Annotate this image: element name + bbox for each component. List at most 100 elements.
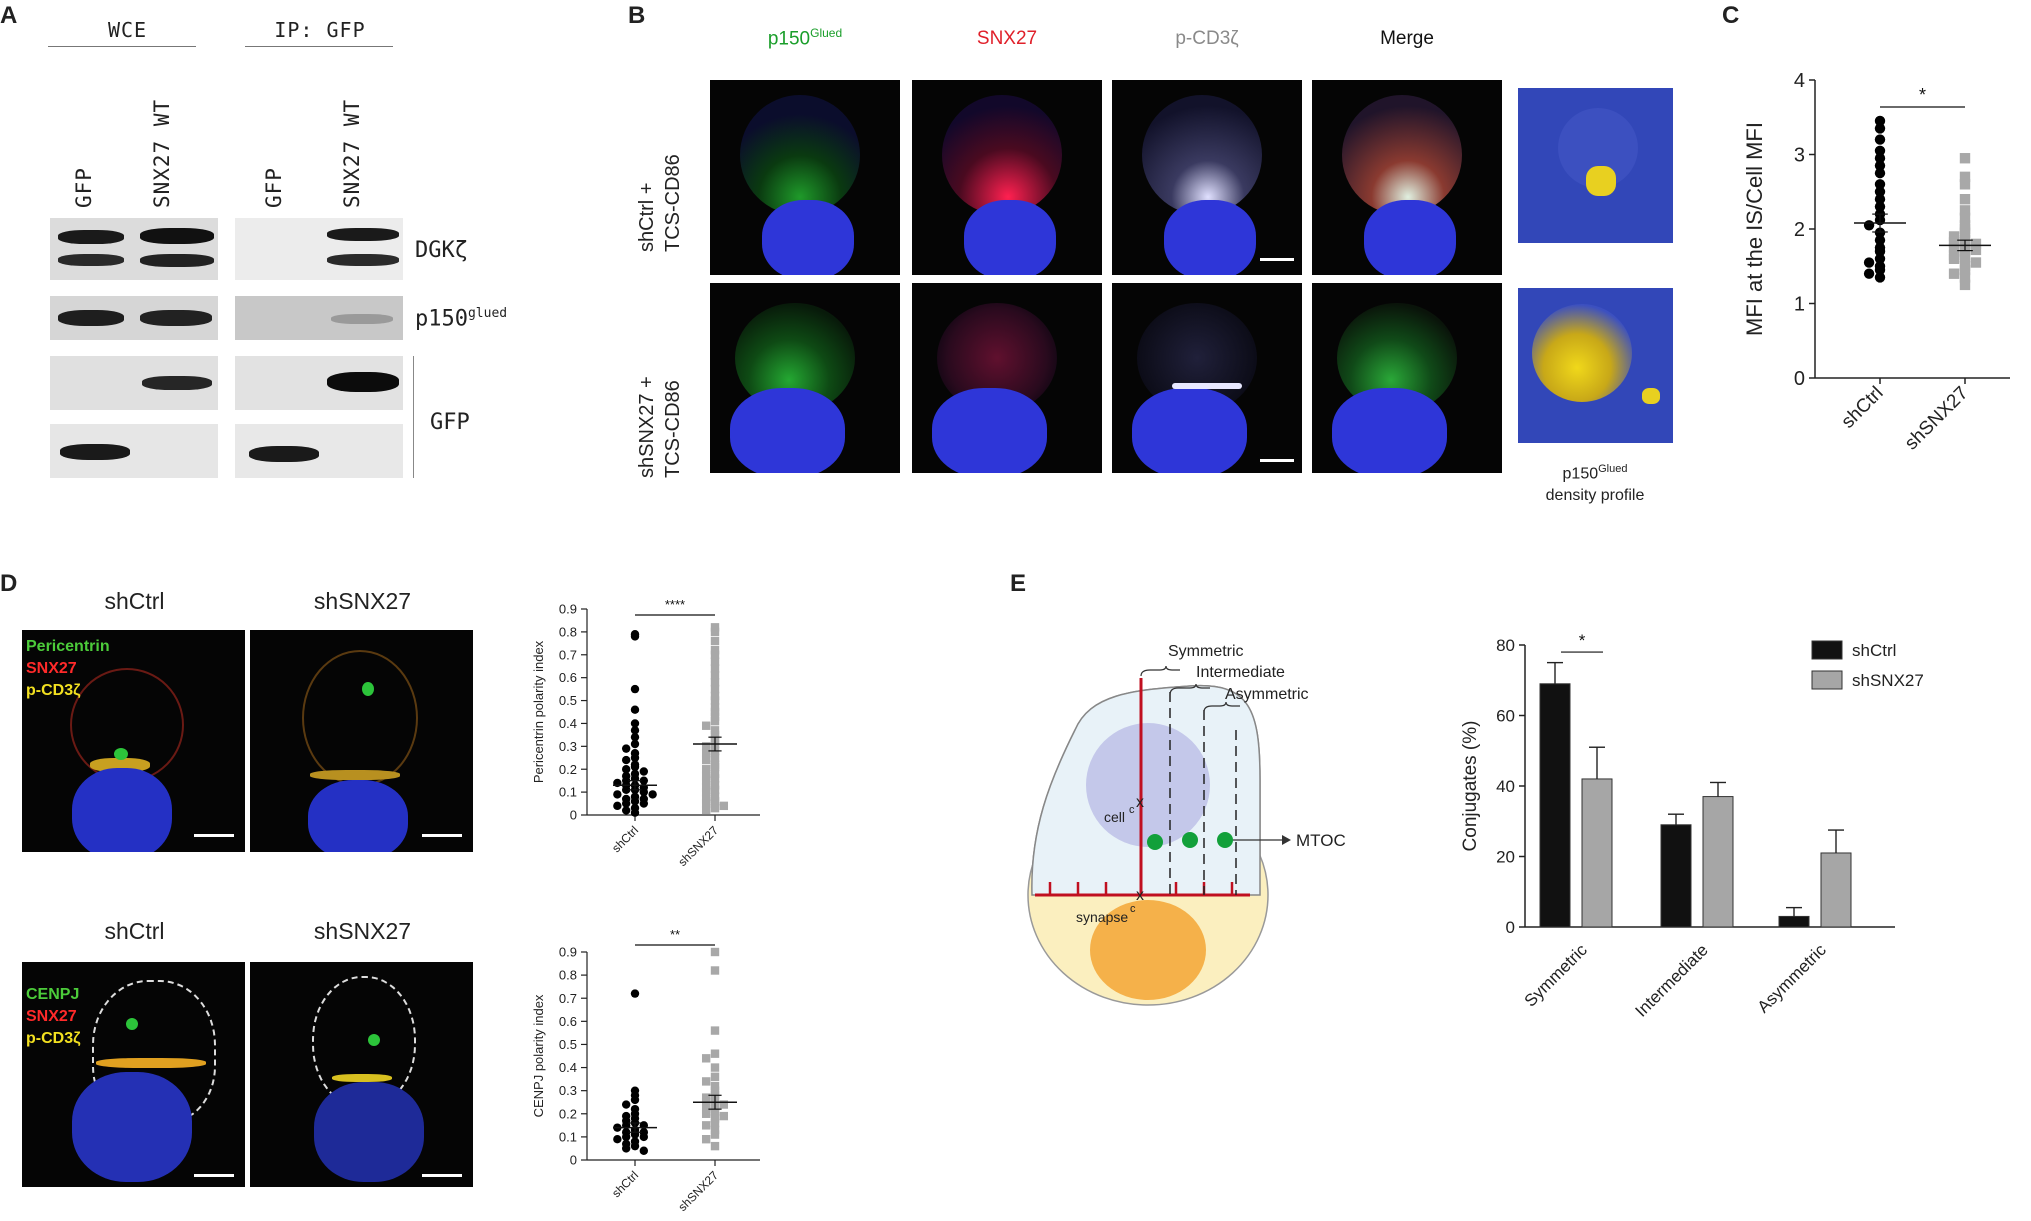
density-profile-shsnx27	[1518, 288, 1673, 443]
data-point	[701, 787, 711, 797]
y-tick-label: 0	[570, 1153, 577, 1168]
row-label-shsnx27-line1: shSNX27 +	[636, 376, 658, 478]
micrograph-shsnx27-merge	[1312, 283, 1502, 473]
data-point	[621, 806, 631, 815]
data-point	[630, 726, 640, 735]
data-point	[710, 716, 720, 726]
brace-intermediate	[1169, 683, 1210, 696]
data-point	[1959, 252, 1971, 263]
data-point	[613, 790, 622, 799]
data-point	[710, 1072, 720, 1081]
blot-label-p150-sup: glued	[467, 306, 508, 321]
data-point	[639, 1146, 649, 1155]
data-point	[613, 801, 622, 811]
mtoc-asymmetric	[1217, 832, 1233, 848]
data-point	[621, 785, 631, 795]
data-point	[710, 671, 720, 680]
cell-centroid-sup: c	[1129, 804, 1135, 816]
data-point	[710, 627, 720, 637]
mtoc-arrow-head	[1282, 835, 1291, 845]
data-point	[710, 797, 720, 806]
micrograph-shctrl-p150	[710, 80, 900, 275]
x-category-label: Asymmetric	[1754, 940, 1831, 1017]
lane-label-2: SNX27 WT	[150, 98, 174, 208]
y-tick-label: 20	[1496, 848, 1515, 867]
data-point	[710, 774, 720, 783]
data-point	[1959, 246, 1971, 257]
data-point	[630, 739, 640, 749]
y-axis-label: MFI at the IS/Cell MFI	[1742, 122, 1767, 336]
bar	[1660, 824, 1692, 928]
data-point	[710, 650, 720, 659]
data-point	[710, 1086, 720, 1095]
d-top-stain-snx27: SNX27	[26, 660, 77, 677]
data-point	[710, 1118, 720, 1128]
data-point	[1948, 237, 1960, 248]
data-point	[1959, 194, 1971, 205]
data-point	[630, 684, 640, 694]
data-point	[1874, 123, 1886, 134]
lane-label-4: SNX27 WT	[340, 98, 364, 208]
x-category-label: Symmetric	[1521, 940, 1592, 1011]
group-line-wce	[48, 46, 196, 47]
micrograph-d-top-shsnx27	[250, 630, 473, 852]
data-point	[1970, 257, 1982, 268]
data-point	[710, 1026, 720, 1035]
y-tick-label: 0.8	[559, 624, 577, 639]
data-point	[1948, 253, 1960, 264]
data-point	[710, 664, 720, 673]
data-point	[630, 632, 640, 641]
data-point	[1874, 194, 1886, 205]
blot-gfp-low-ip	[235, 424, 403, 478]
data-point	[1959, 171, 1971, 183]
data-point	[1874, 179, 1886, 190]
group-label-wce: WCE	[107, 18, 148, 42]
brace-asymmetric	[1203, 701, 1240, 713]
data-point	[630, 732, 640, 742]
data-point	[621, 765, 631, 774]
chart-d-top: 00.10.20.30.40.50.60.70.80.9Pericentrin …	[531, 597, 760, 869]
data-point	[630, 753, 640, 762]
data-point	[1874, 264, 1886, 276]
panel-letter-d: D	[0, 570, 18, 597]
data-point	[701, 1077, 711, 1086]
y-tick-label: 2	[1794, 219, 1805, 241]
data-point	[710, 966, 720, 975]
data-point	[710, 703, 720, 712]
data-point	[1948, 268, 1960, 279]
data-point	[710, 803, 720, 813]
data-point	[710, 1081, 720, 1091]
significance-label: **	[670, 927, 680, 942]
data-point	[1863, 268, 1875, 279]
micrograph-shctrl-merge	[1312, 80, 1502, 275]
diagram-label-asymmetric: Asymmetric	[1225, 686, 1309, 703]
data-point	[710, 785, 720, 795]
lane-label-3: GFP	[262, 167, 286, 208]
centroid-marker-cell: x	[1136, 794, 1144, 811]
data-point	[1959, 179, 1971, 190]
data-point	[701, 755, 711, 765]
micrograph-shsnx27-pcd3z	[1112, 283, 1302, 473]
data-point	[701, 749, 711, 758]
bar	[1581, 778, 1613, 928]
data-point	[648, 790, 657, 799]
blot-dgkz-wce	[50, 218, 218, 280]
panel-letter-a: A	[0, 2, 18, 29]
micrograph-d-top-shctrl: Pericentrin SNX27 p-CD3ζ	[22, 630, 245, 852]
column-title-p150: p150Glued	[710, 26, 900, 50]
mtoc-symmetric	[1147, 834, 1163, 850]
column-title-merge: Merge	[1380, 28, 1434, 49]
column-title-snx27: SNX27	[976, 28, 1038, 49]
data-point	[1959, 153, 1971, 164]
blot-gfp-low-wce	[50, 424, 218, 478]
y-tick-label: 0	[1506, 918, 1515, 937]
micrograph-d-bottom-shctrl: CENPJ SNX27 p-CD3ζ	[22, 962, 245, 1187]
blot-dgkz-ip	[235, 218, 403, 280]
synapse-centroid-label: synapse	[1076, 909, 1128, 925]
data-point	[701, 742, 711, 751]
data-point	[710, 1130, 720, 1139]
y-tick-label: 0.2	[559, 762, 577, 777]
data-point	[710, 947, 720, 957]
diagram-label-symmetric: Symmetric	[1168, 643, 1244, 660]
panel-letter-e: E	[1010, 570, 1027, 597]
